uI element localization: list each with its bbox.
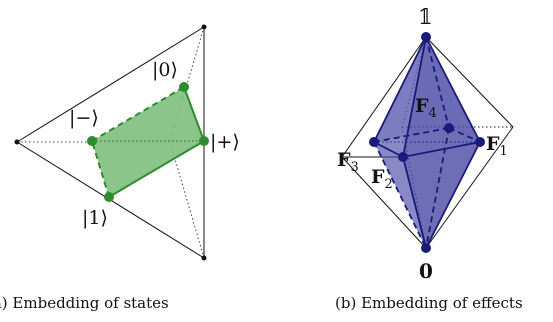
state-minus-label: |−⟩ <box>69 107 99 129</box>
effect-edge-bottom-f1 <box>425 141 481 249</box>
effect-f3-label: F3 <box>337 149 359 175</box>
effect-f4-label: F4 <box>415 95 437 121</box>
caption-a: (a) Embedding of states <box>0 294 169 312</box>
outer-edge-bottom-right <box>425 126 514 249</box>
effect-edge-f2-f1 <box>402 141 481 158</box>
caption-b: (b) Embedding of effects <box>335 294 523 312</box>
effect-edge-top-f4 <box>425 36 450 129</box>
effect-f2-label: F2 <box>371 166 393 192</box>
state-plus-label: |+⟩ <box>210 131 240 153</box>
state-one-point <box>104 192 114 202</box>
effect-f3-point <box>369 137 379 147</box>
effect-zero-label: 0 <box>419 259 433 283</box>
vertex-bottom <box>201 255 207 261</box>
vertex-top <box>201 24 207 30</box>
effect-edge-top-f2 <box>402 36 427 158</box>
effect-edge-f3-f4 <box>373 127 450 143</box>
effect-f4-point <box>444 123 454 133</box>
effect-zero-point <box>421 243 431 253</box>
effect-edge-f4-f1 <box>448 127 481 143</box>
vertex-left <box>14 139 20 145</box>
hidden-edge-bottom <box>169 141 205 259</box>
effect-edge-top-f3 <box>373 36 427 143</box>
state-minus-point <box>87 136 97 146</box>
effect-unit-label: 𝟙 <box>418 5 433 29</box>
effect-unit-point <box>421 32 431 42</box>
outer-edge-top-left <box>341 36 427 158</box>
state-region-edge-right <box>183 86 205 142</box>
state-one-label: |1⟩ <box>82 207 108 229</box>
outer-edge-top-right <box>425 36 514 128</box>
effect-edge-top-f1 <box>425 36 481 143</box>
outer-edge-bottom-left <box>341 156 427 249</box>
panel-b-effects: 𝟙 0 F1 F2 F3 F4 <box>337 5 514 283</box>
state-region-edge-top <box>91 86 185 142</box>
state-region <box>92 87 204 197</box>
effect-edge-bottom-f4 <box>425 127 450 249</box>
state-zero-point <box>179 82 189 92</box>
panel-a-states: |0⟩ |−⟩ |+⟩ |1⟩ <box>14 24 240 261</box>
effect-f1-point <box>475 137 485 147</box>
state-zero-label: |0⟩ <box>152 59 178 81</box>
effect-f1-label: F1 <box>486 133 508 159</box>
effect-face-left <box>374 37 426 248</box>
effect-face-right <box>403 37 480 248</box>
effect-edge-bottom-f2 <box>402 156 427 249</box>
effect-edge-f3-f2 <box>373 141 404 158</box>
state-region-edge-bottom <box>108 140 205 198</box>
effect-face-back <box>374 37 480 142</box>
effect-f2-point <box>398 152 408 162</box>
state-plus-point <box>199 136 209 146</box>
